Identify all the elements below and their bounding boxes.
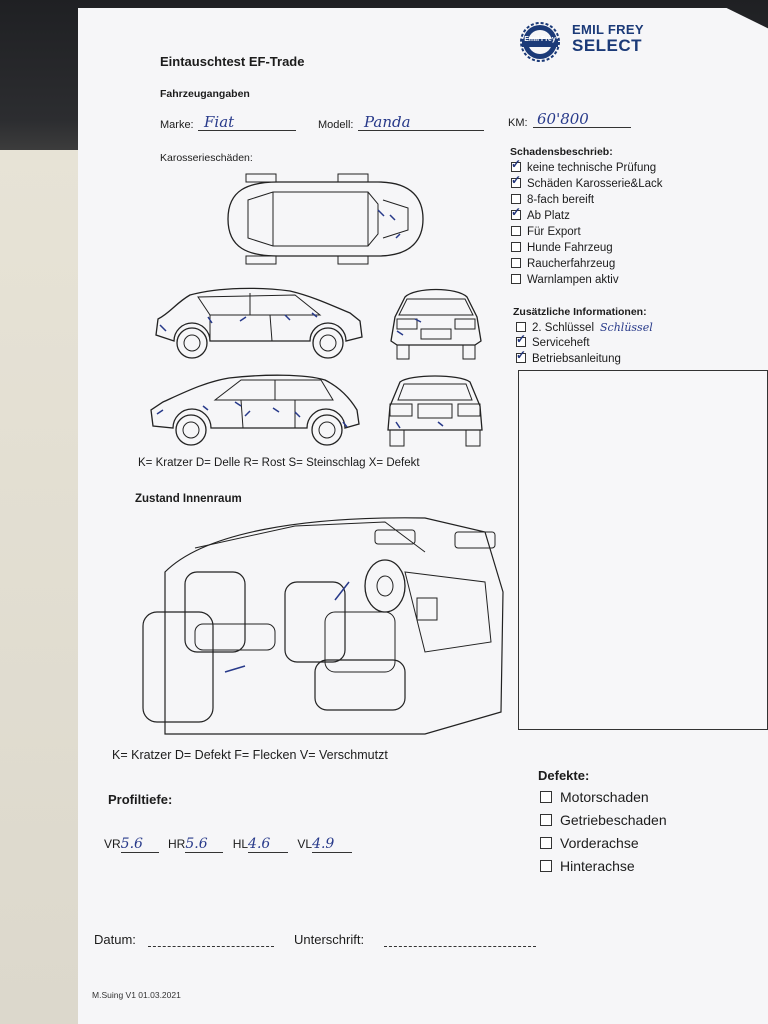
defects-checkbox[interactable] (540, 814, 552, 826)
damage-description-item-label: Raucherfahrzeug (527, 258, 616, 270)
defects-checkbox[interactable] (540, 860, 552, 872)
additional-info-item[interactable]: Serviceheft (516, 332, 653, 353)
additional-info-item-note: Schlüssel (600, 321, 653, 334)
damage-description-item[interactable]: Ab Platz (511, 205, 663, 226)
damage-description-checkbox[interactable] (511, 242, 521, 252)
additional-info-item[interactable]: Betriebsanleitung (516, 348, 653, 369)
defects-item-label: Getriebeschaden (560, 812, 667, 828)
logo-emblem-text: Emil Frey (524, 36, 556, 43)
tread-hl-field[interactable]: 4.6 (248, 836, 289, 853)
body-damage-label: Karosserieschäden: (160, 152, 253, 164)
car-top-view-diagram[interactable] (218, 170, 428, 268)
damage-description-checkbox[interactable] (511, 258, 521, 268)
notes-box[interactable] (518, 370, 768, 730)
make-field[interactable]: Fiat (198, 113, 296, 131)
date-field[interactable] (148, 932, 274, 947)
interior-title: Zustand Innenraum (135, 493, 242, 505)
additional-info-item-label: 2. Schlüssel (532, 322, 595, 334)
emil-frey-logo: Emil Frey (518, 22, 562, 62)
damage-description-checkbox[interactable] (511, 226, 521, 236)
defects-item[interactable]: Vorderachse (540, 835, 667, 858)
tread-title: Profiltiefe: (108, 792, 173, 807)
tread-hr-label: HR (168, 837, 186, 851)
km-label: KM: (508, 117, 528, 129)
damage-description-item[interactable]: Schäden Karosserie&Lack (511, 173, 663, 194)
additional-info-list: 2. Schlüssel SchlüsselServiceheftBetriebs… (516, 321, 653, 369)
damage-description-item-label: Schäden Karosserie&Lack (527, 178, 663, 190)
damage-description-item-label: Warnlampen aktiv (527, 274, 619, 286)
gear-emblem-icon (518, 22, 562, 62)
logo-brand-line2: SELECT (572, 36, 643, 55)
make-label: Marke: (160, 119, 194, 131)
tread-hr-field[interactable]: 5.6 (185, 836, 224, 853)
damage-description-checkbox[interactable] (511, 157, 521, 172)
tread-row: VR5.6 HR5.6 HL4.6 VL4.9 (104, 836, 353, 853)
damage-description-item[interactable]: Raucherfahrzeug (511, 258, 663, 274)
additional-info-item-label: Serviceheft (532, 337, 590, 349)
footer-version: M.Suing V1 01.03.2021 (92, 990, 181, 1000)
damage-description-checkbox[interactable] (511, 274, 521, 284)
damage-description-checkbox[interactable] (511, 205, 521, 220)
model-value: Panda (364, 113, 411, 131)
defects-title: Defekte: (538, 768, 590, 783)
defects-checkbox[interactable] (540, 837, 552, 849)
additional-info-checkbox[interactable] (516, 332, 526, 347)
tread-vr-field[interactable]: 5.6 (120, 836, 159, 853)
tread-vl-field[interactable]: 4.9 (312, 836, 353, 853)
defects-item-label: Motorschaden (560, 789, 649, 805)
defects-item-label: Vorderachse (560, 835, 639, 851)
damage-description-item[interactable]: Für Export (511, 226, 663, 242)
damage-description-item[interactable]: Hunde Fahrzeug (511, 242, 663, 258)
signature-field[interactable] (384, 932, 536, 947)
car-right-side-diagram[interactable] (145, 372, 367, 450)
damage-description-item[interactable]: 8-fach bereift (511, 194, 663, 210)
additional-info-item-label: Betriebsanleitung (532, 353, 621, 365)
logo-brand-line1: EMIL FREY (572, 22, 644, 37)
vehicle-section-title: Fahrzeugangaben (160, 88, 250, 100)
car-front-view-diagram[interactable] (385, 283, 487, 363)
body-damage-legend: K= Kratzer D= Delle R= Rost S= Steinschl… (138, 457, 420, 469)
defects-item[interactable]: Hinterachse (540, 858, 667, 881)
defects-item[interactable]: Getriebeschaden (540, 812, 667, 835)
interior-legend: K= Kratzer D= Defekt F= Flecken V= Versc… (112, 748, 388, 762)
tread-hl-label: HL (232, 837, 249, 851)
tread-vl-label: VL (297, 837, 313, 851)
model-field[interactable]: Panda (358, 113, 484, 131)
car-interior-diagram[interactable] (125, 512, 505, 738)
damage-description-checkbox[interactable] (511, 194, 521, 204)
km-value: 60'800 (537, 110, 589, 128)
additional-info-title: Zusätzliche Informationen: (513, 306, 647, 318)
form-title: Eintauschtest EF-Trade (160, 54, 305, 69)
damage-description-list: keine technische PrüfungSchäden Karosser… (511, 157, 663, 290)
make-value: Fiat (204, 113, 235, 131)
car-left-side-diagram[interactable] (150, 285, 366, 363)
car-rear-view-diagram[interactable] (380, 372, 490, 448)
defects-item[interactable]: Motorschaden (540, 789, 667, 812)
defects-checkbox[interactable] (540, 791, 552, 803)
additional-info-checkbox[interactable] (516, 348, 526, 363)
damage-description-item[interactable]: Warnlampen aktiv (511, 274, 663, 290)
damage-description-item[interactable]: keine technische Prüfung (511, 157, 663, 178)
model-label: Modell: (318, 119, 354, 131)
damage-description-checkbox[interactable] (511, 173, 521, 188)
km-field[interactable]: 60'800 (533, 110, 631, 128)
damage-description-item-label: Ab Platz (527, 210, 570, 222)
signature-label: Unterschrift: (294, 932, 365, 947)
tread-vr-label: VR (104, 837, 121, 851)
damage-description-item-label: Für Export (527, 226, 581, 238)
additional-info-checkbox[interactable] (516, 322, 526, 332)
damage-description-item-label: Hunde Fahrzeug (527, 242, 613, 254)
additional-info-item[interactable]: 2. Schlüssel Schlüssel (516, 321, 653, 337)
damage-description-title: Schadensbeschrieb: (510, 146, 613, 158)
defects-item-label: Hinterachse (560, 858, 635, 874)
date-label: Datum: (94, 932, 136, 947)
damage-description-item-label: keine technische Prüfung (527, 162, 657, 174)
damage-description-item-label: 8-fach bereift (527, 194, 595, 206)
